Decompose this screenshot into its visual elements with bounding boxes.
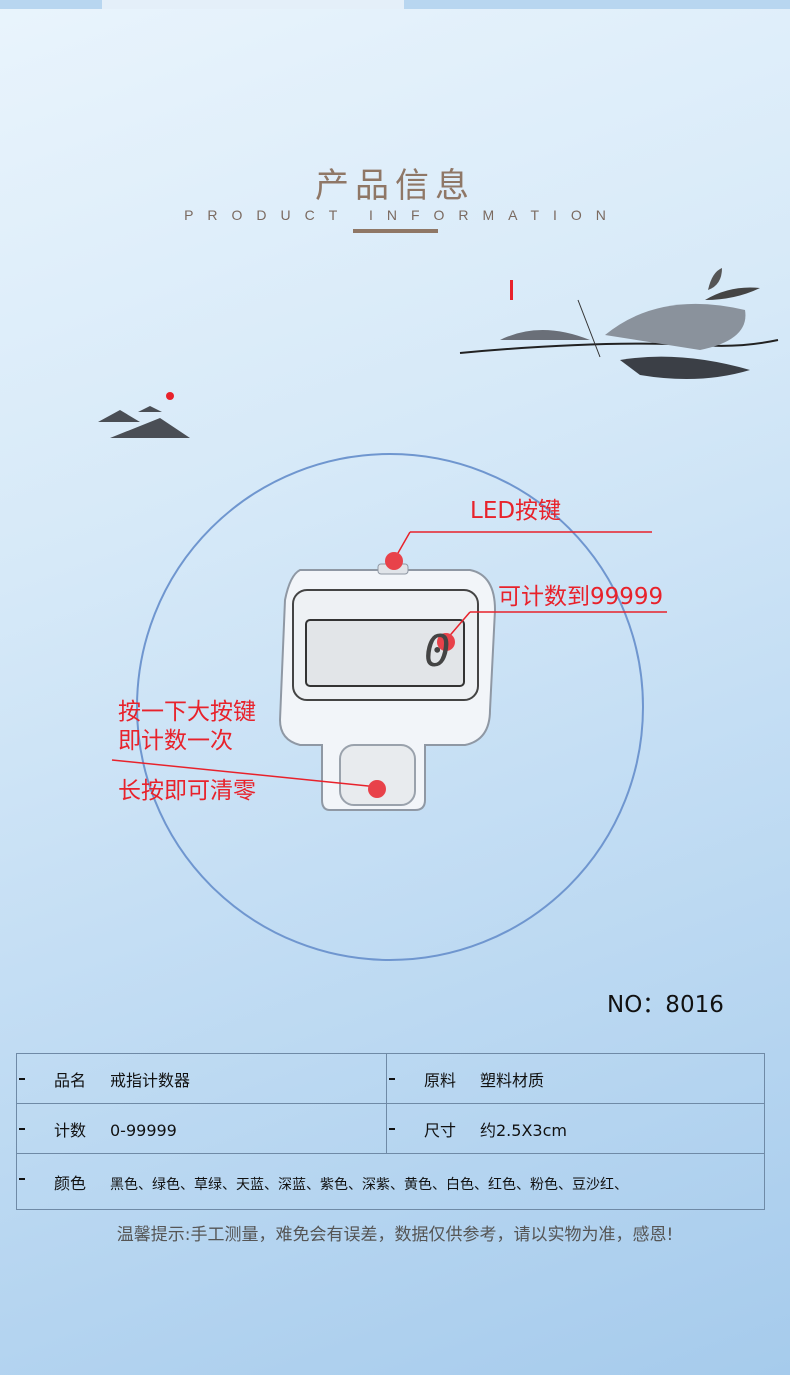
top-bar — [0, 0, 790, 9]
spec-label: 颜色 — [54, 1173, 87, 1193]
spec-value: 戒指计数器 — [110, 1070, 191, 1090]
spec-value: 黑色、绿色、草绿、天蓝、深蓝、紫色、深紫、黄色、白色、红色、粉色、豆沙红、 — [110, 1176, 628, 1193]
table-row: 计数 0-99999 尺寸 约2.5X3cm — [16, 1103, 765, 1154]
title-underline — [353, 229, 438, 233]
measurement-tip: 温馨提示:手工测量，难免会有误差，数据仅供参考，请以实物为准，感恩! — [116, 1225, 674, 1245]
model-number: NO：8016 — [607, 992, 724, 1018]
product-illustration — [111, 453, 667, 961]
spec-value: 塑料材质 — [480, 1070, 545, 1090]
spec-value: 0-99999 — [110, 1120, 177, 1140]
led-button-annotation: LED按键 — [470, 498, 562, 524]
spec-value: 约2.5X3cm — [480, 1120, 567, 1140]
spec-label: 原料 — [424, 1070, 457, 1090]
spec-label: 品名 — [54, 1070, 87, 1090]
spec-label: 尺寸 — [424, 1120, 457, 1140]
page-title: 产品信息 — [315, 166, 475, 206]
press-annotation-line1: 按一下大按键 — [118, 699, 256, 725]
table-row: 品名 戒指计数器 原料 塑料材质 — [16, 1053, 765, 1104]
ink-landscape-decoration — [98, 268, 779, 438]
page-subtitle: PRODUCT INFORMATION — [184, 207, 620, 223]
table-row: 颜色 黑色、绿色、草绿、天蓝、深蓝、紫色、深紫、黄色、白色、红色、粉色、豆沙红、 — [16, 1153, 765, 1210]
long-press-annotation: 长按即可清零 — [118, 778, 256, 804]
count-range-annotation: 可计数到99999 — [498, 584, 664, 610]
spec-label: 计数 — [54, 1120, 87, 1140]
spec-table: 品名 戒指计数器 原料 塑料材质 计数 0-99999 尺寸 约2.5X3cm 颜色 黑色… — [16, 1053, 765, 1210]
press-annotation-line2: 即计数一次 — [118, 728, 233, 754]
lcd-display-value: 0 — [424, 626, 451, 677]
